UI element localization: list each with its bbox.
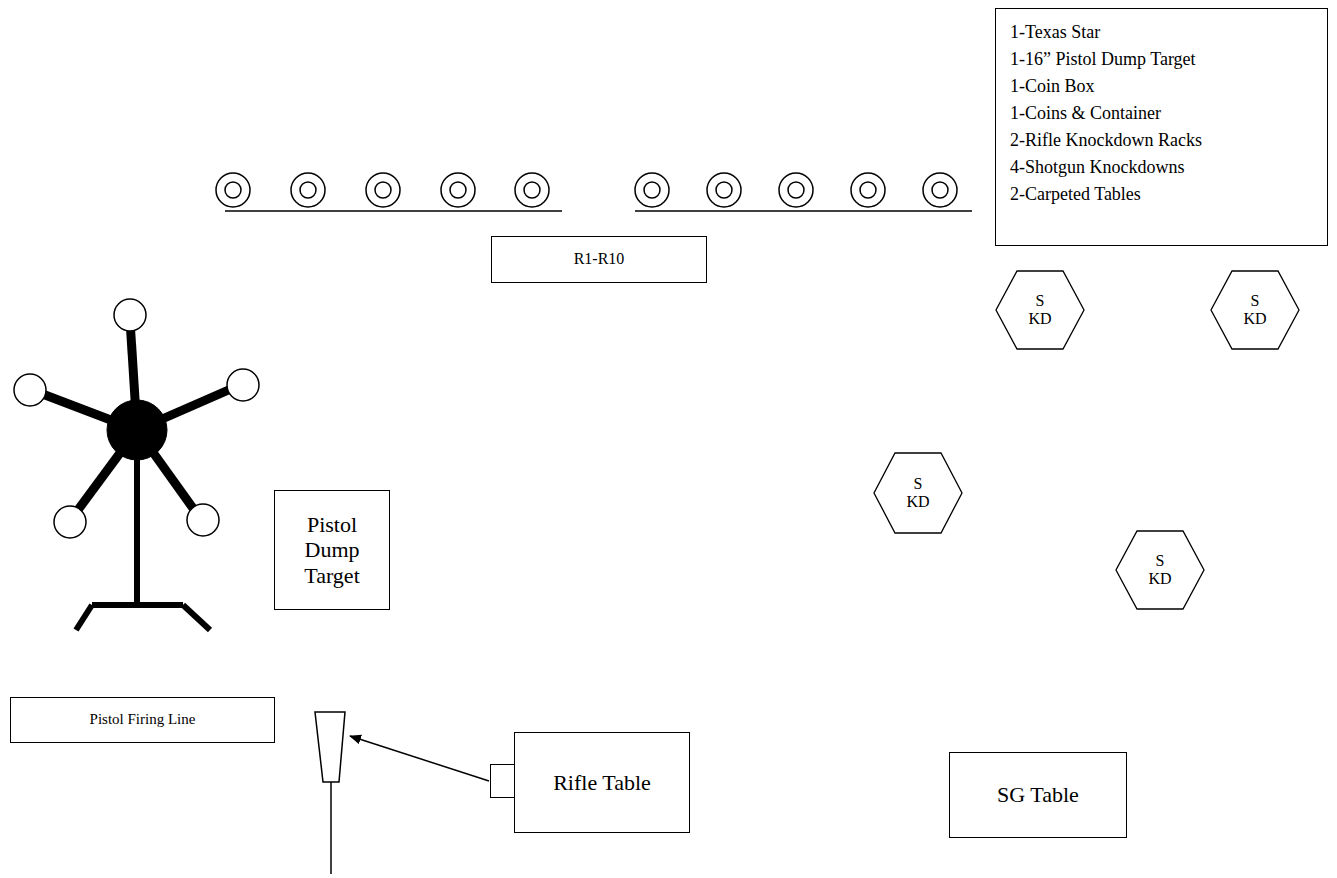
node-text: 2-Carpeted Tables [1010,181,1141,208]
node-text: Rifle Table [553,770,651,795]
node-text: R1-R10 [574,250,625,268]
node-text: SG Table [997,782,1079,807]
shotgun-knockdown: S KD [995,270,1085,350]
node-text: 1-Coins & Container [1010,100,1161,127]
materials-list-box: 1-Texas Star1-16” Pistol Dump Target1-Co… [995,8,1328,246]
node-text: 1-16” Pistol Dump Target [1010,46,1196,73]
node-text: S KD [1243,292,1266,329]
node-text: S KD [906,475,929,512]
coin-box-symbol [315,712,345,874]
node-text: S KD [1148,552,1171,589]
rifle-targets [216,173,972,211]
texas-star [14,299,259,630]
target-label-box: R1-R10 [491,236,707,283]
node-text: S KD [1028,292,1051,329]
leader-line [350,736,489,781]
shotgun-knockdown: S KD [1210,270,1300,350]
shotgun-knockdown: S KD [873,452,963,534]
node-text: 1-Texas Star [1010,19,1100,46]
node-text: 2-Rifle Knockdown Racks [1010,127,1202,154]
node-text: Pistol Dump Target [304,512,359,588]
dump-target-box: Pistol Dump Target [274,490,390,610]
node-text: Pistol Firing Line [90,711,196,728]
node-text: 1-Coin Box [1010,73,1095,100]
shotgun-knockdown: S KD [1115,530,1205,610]
table-box: Rifle Table [514,732,690,833]
firing-line-box: Pistol Firing Line [10,697,275,743]
node-text: 4-Shotgun Knockdowns [1010,154,1185,181]
table-box: SG Table [949,752,1127,838]
